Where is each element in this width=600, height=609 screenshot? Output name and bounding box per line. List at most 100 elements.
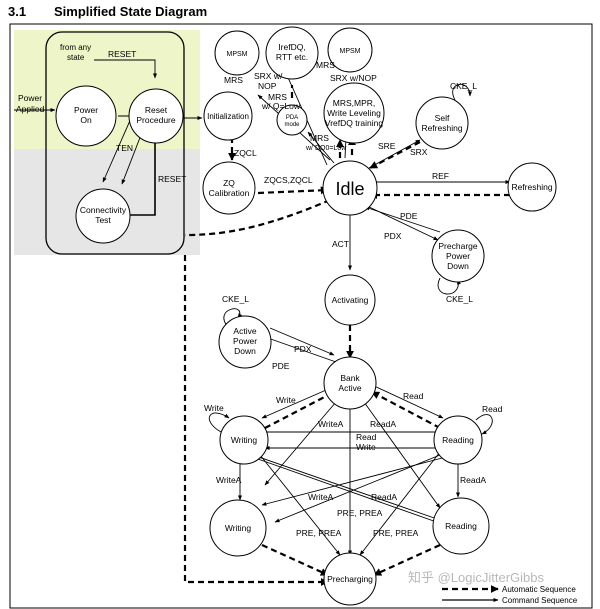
label-pda-1: PDA [286,115,298,121]
label-ten: TEN [116,143,133,153]
label-writea-3: WriteA [308,492,334,502]
label-refreshing: Refreshing [511,182,552,192]
legend-auto-label: Automatic Sequence [502,585,576,594]
label-active-pd-1: Active [233,326,256,336]
label-mrs-low: MRS [310,133,329,143]
label-pre-prea-1: PRE, PREA [337,508,383,518]
label-precharge-pd-2: Power [446,251,470,261]
state-writing-2 [209,499,267,557]
label-pde-l: PDE [272,361,290,371]
state-activating [324,274,376,326]
label-reset-top: RESET [108,49,136,59]
label-read-mid: Read [356,432,377,442]
label-power-on-1: Power [74,105,98,115]
label-pre-prea-3: PRE, PREA [373,528,419,538]
label-self-refresh-1: Self [435,113,450,123]
state-irefdq [265,26,319,80]
label-writing-1: Writing [231,435,258,445]
state-precharging [323,552,377,606]
state-reading-1 [433,415,483,465]
label-connectivity-2: Test [95,215,111,225]
label-mrs-dq0: w/ DQ0=Low [305,145,347,152]
label-from-any-1: from any [60,43,91,52]
label-pdx-l: PDX [294,344,312,354]
label-cke-l-top: CKE_L [450,81,477,91]
legend-command-label: Command Sequence [502,596,578,605]
label-active-pd-3: Down [234,346,256,356]
label-writea-2: WriteA [216,475,242,485]
state-mrs-mpr [323,82,385,144]
state-precharge-power-down [431,229,485,283]
state-pda-mode [276,104,308,136]
label-srx-nop-1: SRX w/ [254,71,283,81]
label-bank-active-1: Bank [340,373,360,383]
label-mrs-mpr-3: VrefDQ training [325,118,384,128]
label-ref: REF [432,171,449,181]
section-number: 3.1 [8,4,27,19]
label-reset-2: Procedure [136,115,175,125]
section-title: Simplified State Diagram [54,4,208,19]
label-initialization: Initialization [207,112,249,121]
state-idle [322,160,378,216]
label-reada-1: ReadA [370,419,396,429]
label-idle: Idle [335,179,364,199]
label-reset-1: Reset [145,105,168,115]
diagram-border [9,23,593,609]
label-zq-1: ZQ [223,178,235,188]
label-power-applied-2: Applied [16,104,45,114]
state-mpsm-1 [214,30,260,76]
label-mrs-q-low-1: MRS [268,92,287,102]
label-srx-w-nop: SRX w/NOP [330,73,377,83]
reset-group-box [45,31,185,255]
label-bank-active-2: Active [338,383,361,393]
label-reada-3: ReadA [371,492,397,502]
state-refreshing [507,162,557,212]
state-reset-procedure [128,88,184,144]
label-cke-l-r: CKE_L [446,294,473,304]
label-mpsm-1: MPSM [227,51,248,58]
label-sre: SRE [378,141,396,151]
label-precharge-pd-1: Precharge [438,241,477,251]
label-precharge-pd-3: Down [447,261,469,271]
label-power-on-2: On [80,115,92,125]
label-connectivity-1: Connectivity [80,205,127,215]
label-act: ACT [332,239,349,249]
automatic-edges [183,85,510,586]
label-precharging: Precharging [327,574,373,584]
state-zq-calibration [202,161,256,215]
label-activating: Activating [332,295,369,305]
label-read-self: Read [482,404,503,414]
label-reading-1: Reading [442,435,474,445]
state-power-on [55,85,117,147]
label-cke-l-l: CKE_L [222,294,249,304]
label-reading-2: Reading [445,521,477,531]
label-pre-prea-2: PRE, PREA [296,528,342,538]
label-zq-2: Calibration [209,188,250,198]
self-loops [208,84,493,435]
label-mrs-mpr-2: Write Leveling [327,108,381,118]
state-connectivity-test [75,188,131,244]
watermark: 知乎 @LogicJitterGibbs [408,570,545,585]
label-writea-1: WriteA [318,419,344,429]
label-write-self: Write [204,403,224,413]
label-from-any-2: state [67,53,85,62]
label-power-applied-1: Power [18,93,42,103]
label-write-mid: Write [356,442,376,452]
legend: Automatic Sequence Command Sequence [442,585,578,605]
label-pda-2: mode [284,122,300,128]
state-nodes [55,26,557,606]
label-pdx-r: PDX [384,231,402,241]
label-mrs-q-low-2: w/ Q=Low [261,101,301,111]
reset-return-edge [125,134,159,216]
label-irefdq-1: IrefDQ, [278,42,305,52]
state-reading-2 [432,497,490,555]
label-mrs-mpr-1: MRS,MPR, [333,98,376,108]
label-mpsm-2: MPSM [340,48,361,55]
label-writing-2: Writing [225,523,252,533]
label-mrs-left: MRS [224,75,243,85]
label-mrs-r: MRS [316,60,335,70]
label-srx: SRX [410,147,428,157]
label-reada-2: ReadA [460,475,486,485]
label-reset-side: RESET [158,174,186,184]
